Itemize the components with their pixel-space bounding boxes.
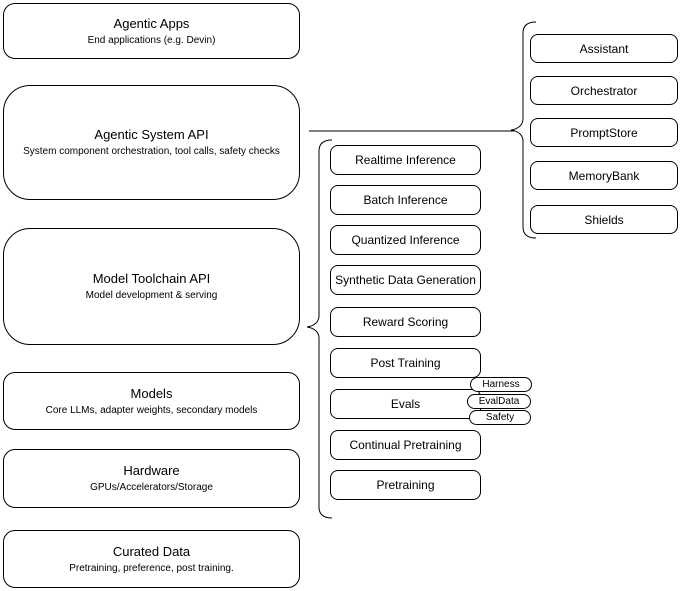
toolchain-item-label: Post Training (370, 356, 441, 370)
system-item-label: MemoryBank (568, 168, 640, 183)
node-subtitle: Pretraining, preference, post training. (69, 562, 234, 574)
node-subtitle: End applications (e.g. Devin) (87, 34, 216, 46)
node-model-toolchain-api: Model Toolchain API Model development & … (3, 228, 300, 345)
eval-tag-label: Harness (482, 379, 520, 390)
toolchain-item-quantized-inference: Quantized Inference (330, 225, 481, 255)
node-subtitle: Model development & serving (85, 290, 218, 301)
system-item-label: Orchestrator (570, 83, 638, 98)
node-title: Model Toolchain API (92, 271, 211, 286)
eval-tag-label: EvalData (478, 396, 520, 407)
node-title: Models (130, 385, 173, 401)
system-item-label: Shields (584, 212, 624, 227)
toolchain-item-synthetic-data-generation: Synthetic Data Generation (330, 265, 481, 295)
eval-tag-harness: Harness (470, 377, 532, 392)
eval-tag-safety: Safety (469, 410, 531, 425)
system-item-promptstore: PromptStore (530, 118, 678, 147)
toolchain-item-post-training: Post Training (330, 348, 481, 378)
node-agentic-apps: Agentic Apps End applications (e.g. Devi… (3, 3, 300, 59)
toolchain-item-label: Pretraining (376, 478, 435, 492)
toolchain-item-reward-scoring: Reward Scoring (330, 307, 481, 337)
toolchain-item-continual-pretraining: Continual Pretraining (330, 430, 481, 460)
node-models: Models Core LLMs, adapter weights, secon… (3, 372, 300, 430)
system-item-assistant: Assistant (530, 34, 678, 63)
toolchain-bracket (306, 139, 333, 519)
toolchain-item-batch-inference: Batch Inference (330, 185, 481, 215)
node-curated-data: Curated Data Pretraining, preference, po… (3, 530, 300, 588)
system-item-label: PromptStore (570, 125, 638, 140)
node-hardware: Hardware GPUs/Accelerators/Storage (3, 449, 300, 508)
node-title: Curated Data (112, 543, 191, 559)
system-components-bracket (510, 21, 537, 239)
toolchain-item-realtime-inference: Realtime Inference (330, 145, 481, 175)
toolchain-item-label: Quantized Inference (351, 233, 460, 247)
system-item-label: Assistant (579, 41, 629, 56)
node-title: Agentic System API (94, 127, 209, 142)
toolchain-item-pretraining: Pretraining (330, 470, 481, 500)
node-agentic-system-api: Agentic System API System component orch… (3, 85, 300, 200)
system-item-orchestrator: Orchestrator (530, 76, 678, 105)
node-title: Agentic Apps (113, 15, 190, 31)
node-subtitle: GPUs/Accelerators/Storage (90, 482, 213, 493)
node-subtitle: System component orchestration, tool cal… (23, 146, 280, 157)
toolchain-item-label: Continual Pretraining (349, 438, 462, 452)
toolchain-item-label: Realtime Inference (355, 153, 456, 167)
system-item-shields: Shields (530, 205, 678, 234)
system-item-memorybank: MemoryBank (530, 161, 678, 190)
toolchain-item-label: Synthetic Data Generation (335, 273, 476, 287)
toolchain-item-label: Reward Scoring (362, 315, 449, 329)
eval-tag-evaldata: EvalData (467, 394, 531, 409)
node-subtitle: Core LLMs, adapter weights, secondary mo… (45, 404, 258, 416)
eval-tag-label: Safety (485, 412, 515, 423)
node-title: Hardware (123, 463, 180, 478)
toolchain-item-label: Batch Inference (363, 193, 448, 207)
toolchain-item-evals: Evals (330, 389, 481, 419)
toolchain-item-label: Evals (390, 397, 421, 411)
